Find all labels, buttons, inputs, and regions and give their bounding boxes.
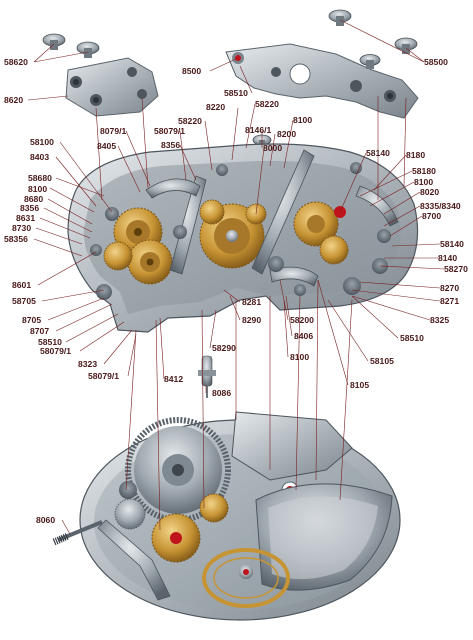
label-8180: 8180 [406,150,425,160]
label-8100-bottom: 8100 [290,352,309,362]
screws-58500 [328,9,418,69]
label-8412: 8412 [164,374,183,384]
label-58079-1-left: 58079/1 [40,346,71,356]
label-8220: 8220 [206,102,225,112]
label-58220-upper: 58220 [255,99,279,109]
label-8281: 8281 [242,297,261,307]
label-8323: 8323 [78,359,97,369]
label-58140-upper: 58140 [366,148,390,158]
label-8086: 8086 [212,388,231,398]
bridge-8620 [65,57,159,117]
label-58100: 58100 [30,137,54,147]
label-8405: 8405 [97,141,116,151]
label-58510-left: 58510 [38,337,62,347]
label-8601: 8601 [12,280,31,290]
part-labels: 58620 8620 58500 8500 58510 58220 8220 5… [4,57,468,525]
gear-train-right [293,201,349,265]
label-8325: 8325 [430,315,449,325]
label-8270: 8270 [440,283,459,293]
label-8500: 8500 [182,66,201,76]
pinion-8086 [198,355,216,398]
label-58200: 58200 [290,315,314,325]
label-58356: 58356 [4,234,28,244]
chronograph-posts [90,162,391,300]
label-8146-1: 8146/1 [245,125,272,135]
label-8406: 8406 [294,331,313,341]
label-58079-1-top: 58079/1 [154,126,185,136]
label-8631: 8631 [16,213,35,223]
label-58510-top: 58510 [224,88,248,98]
setting-stem-8060 [52,520,103,546]
label-8290: 8290 [242,315,261,325]
label-8271: 8271 [440,296,459,306]
chronograph-levers [145,149,399,287]
label-8705: 8705 [22,315,41,325]
label-58105: 58105 [370,356,394,366]
label-8730: 8730 [12,223,31,233]
label-8140: 8140 [438,253,457,263]
label-58220-lower: 58220 [178,116,202,126]
label-8356-upper: 8356 [161,140,180,150]
label-58290: 58290 [212,343,236,353]
label-58705: 58705 [12,296,36,306]
label-8020: 8020 [420,187,439,197]
label-8403: 8403 [30,152,49,162]
winding-wheel [114,417,231,530]
balance-and-train [97,493,290,608]
label-58079-1-bottom: 58079/1 [88,371,119,381]
label-8100-top: 8100 [293,115,312,125]
label-8060: 8060 [36,515,55,525]
label-58620: 58620 [4,57,28,67]
label-8105: 8105 [350,380,369,390]
label-8707: 8707 [30,326,49,336]
label-8356-lower: 8356 [20,203,39,213]
gear-train-center [199,199,267,269]
label-8000: 8000 [263,143,282,153]
label-8620: 8620 [4,95,23,105]
label-8100-left: 8100 [28,184,47,194]
label-8680: 8680 [24,194,43,204]
label-58510-right: 58510 [400,333,424,343]
label-8200: 8200 [277,129,296,139]
label-58500: 58500 [424,57,448,67]
label-8079-1-top: 8079/1 [100,126,127,136]
leader-lines [27,19,445,535]
label-58680: 58680 [28,173,52,183]
label-58180: 58180 [412,166,436,176]
label-8700: 8700 [422,211,441,221]
label-58270: 58270 [444,264,468,274]
screw-58620 [42,33,100,58]
label-58140-lower: 58140 [440,239,464,249]
label-8335-8340: 8335/8340 [420,201,461,211]
label-8100-right: 8100 [414,177,433,187]
bridge-8500 [225,43,419,119]
